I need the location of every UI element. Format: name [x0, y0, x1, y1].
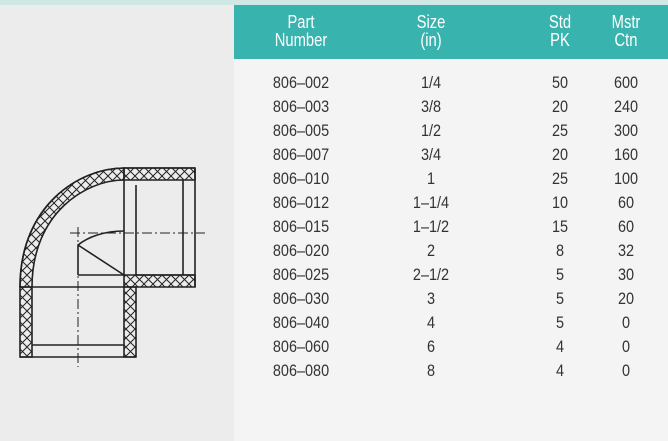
- mstr-ctn-cell: 160: [613, 145, 639, 164]
- part-number-cell: 806–025: [272, 265, 330, 284]
- mstr-ctn-cell: 0: [621, 361, 631, 380]
- part-number-cell: 806–060: [272, 337, 330, 356]
- part-number-cell: 806–007: [272, 145, 330, 164]
- std-pk-cell: 20: [551, 145, 569, 164]
- part-number-cell: 806–012: [272, 193, 330, 212]
- mstr-ctn-cell: 0: [621, 337, 631, 356]
- size-cell: 1–1/2: [412, 217, 450, 236]
- mstr-ctn-cell: 600: [613, 73, 639, 92]
- mstr-ctn-cell: 0: [621, 313, 631, 332]
- std-pk-cell: 8: [555, 241, 565, 260]
- size-cell: 2: [426, 241, 436, 260]
- std-pk-cell: 20: [551, 97, 569, 116]
- table-row: 806–025 2–1/2 5 30: [234, 263, 668, 287]
- mstr-ctn-cell: 32: [617, 241, 635, 260]
- header-part-number: Part Number: [274, 12, 328, 50]
- std-pk-cell: 4: [555, 337, 565, 356]
- std-pk-cell: 50: [551, 73, 569, 92]
- header-std-pk: Std PK: [548, 12, 572, 50]
- elbow-fitting-drawing-icon: [19, 167, 205, 367]
- part-number-cell: 806–030: [272, 289, 330, 308]
- size-cell: 1–1/4: [412, 193, 450, 212]
- table-body: 806–002 1/4 50 600 806–003 3/8 20 240 80…: [234, 71, 668, 383]
- part-number-cell: 806–010: [272, 169, 330, 188]
- size-cell: 1/4: [420, 73, 442, 92]
- part-number-cell: 806–003: [272, 97, 330, 116]
- size-cell: 6: [426, 337, 436, 356]
- table-row: 806–002 1/4 50 600: [234, 71, 668, 95]
- mstr-ctn-cell: 240: [613, 97, 639, 116]
- std-pk-cell: 15: [551, 217, 569, 236]
- size-cell: 1: [426, 169, 436, 188]
- part-number-cell: 806–002: [272, 73, 330, 92]
- table-row: 806–007 3/4 20 160: [234, 143, 668, 167]
- header-size: Size (in): [416, 12, 446, 50]
- std-pk-cell: 5: [555, 313, 565, 332]
- mstr-ctn-cell: 30: [617, 265, 635, 284]
- fitting-drawing-panel: [0, 5, 232, 441]
- std-pk-cell: 5: [555, 265, 565, 284]
- table-row: 806–012 1–1/4 10 60: [234, 191, 668, 215]
- part-number-cell: 806–080: [272, 361, 330, 380]
- size-cell: 3: [426, 289, 436, 308]
- table-row: 806–020 2 8 32: [234, 239, 668, 263]
- header-mstr-ctn: Mstr Ctn: [611, 12, 641, 50]
- size-cell: 3/8: [420, 97, 442, 116]
- std-pk-cell: 5: [555, 289, 565, 308]
- mstr-ctn-cell: 300: [613, 121, 639, 140]
- table-header: Part Number Size (in) Std PK Mstr Ctn: [234, 5, 668, 59]
- table-row: 806–080 8 4 0: [234, 359, 668, 383]
- table-row: 806–005 1/2 25 300: [234, 119, 668, 143]
- top-accent-strip: [0, 0, 668, 5]
- table-row: 806–030 3 5 20: [234, 287, 668, 311]
- table-row: 806–060 6 4 0: [234, 335, 668, 359]
- mstr-ctn-cell: 60: [617, 193, 635, 212]
- part-number-cell: 806–005: [272, 121, 330, 140]
- mstr-ctn-cell: 100: [613, 169, 639, 188]
- std-pk-cell: 25: [551, 169, 569, 188]
- std-pk-cell: 4: [555, 361, 565, 380]
- part-number-cell: 806–040: [272, 313, 330, 332]
- size-cell: 2–1/2: [412, 265, 450, 284]
- table-row: 806–010 1 25 100: [234, 167, 668, 191]
- table-row: 806–003 3/8 20 240: [234, 95, 668, 119]
- size-cell: 1/2: [420, 121, 442, 140]
- part-number-cell: 806–015: [272, 217, 330, 236]
- std-pk-cell: 25: [551, 121, 569, 140]
- product-table: Part Number Size (in) Std PK Mstr Ctn 80…: [234, 5, 668, 441]
- table-row: 806–015 1–1/2 15 60: [234, 215, 668, 239]
- size-cell: 3/4: [420, 145, 442, 164]
- size-cell: 4: [426, 313, 436, 332]
- table-row: 806–040 4 5 0: [234, 311, 668, 335]
- mstr-ctn-cell: 60: [617, 217, 635, 236]
- part-number-cell: 806–020: [272, 241, 330, 260]
- std-pk-cell: 10: [551, 193, 569, 212]
- size-cell: 8: [426, 361, 436, 380]
- mstr-ctn-cell: 20: [617, 289, 635, 308]
